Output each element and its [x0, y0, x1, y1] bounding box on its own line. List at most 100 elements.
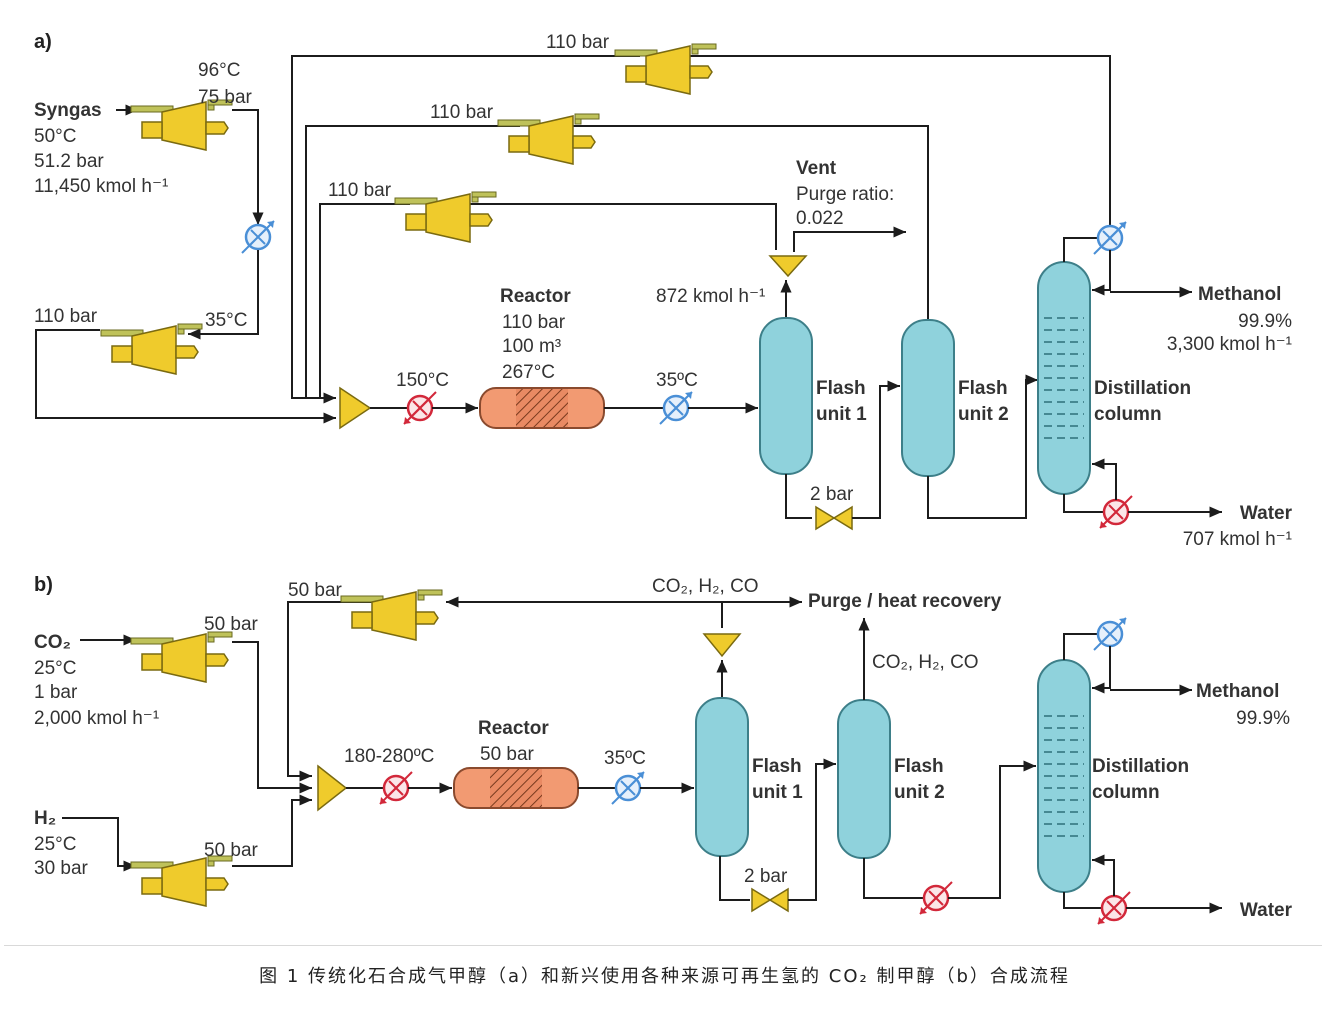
recycle-compressor-low — [394, 191, 497, 243]
methanol-b-purity: 99.9% — [1236, 708, 1290, 729]
vent-title: Vent — [796, 158, 837, 179]
preheater-b-icon — [378, 770, 414, 806]
column-b-label-1: Distillation — [1092, 756, 1189, 777]
reactor-b-pressure: 50 bar — [480, 744, 535, 765]
recycle-mid-pressure: 110 bar — [430, 102, 494, 123]
recycle-pressure: 50 bar — [288, 580, 343, 601]
recycle-return-line — [446, 596, 723, 628]
column-b-bottoms-line — [1063, 892, 1102, 909]
flash1b-liquid-line — [719, 856, 750, 901]
mixer-b — [317, 764, 348, 812]
to-column-b-line — [948, 760, 1036, 899]
pressure-valve — [815, 506, 853, 530]
co2-compressor — [130, 631, 233, 683]
aftercooler-icon — [658, 390, 694, 426]
flash-unit-2 — [901, 319, 955, 477]
water-label: Water — [1240, 503, 1293, 524]
aftercooler-b-icon — [610, 770, 646, 806]
co2-label: CO₂ — [34, 632, 71, 653]
co2-to-mixer-line — [232, 641, 312, 794]
syngas-cooler-icon — [240, 219, 276, 255]
valve-pressure: 2 bar — [810, 484, 854, 505]
reactor — [479, 387, 605, 429]
panel-a-label: a) — [34, 31, 52, 53]
purge-label: Purge / heat recovery — [808, 591, 1002, 612]
syngas-label: Syngas — [34, 100, 102, 121]
flash1-label-1: Flash — [816, 378, 866, 399]
figure-caption: 图 1 传统化石合成气甲醇（a）和新兴使用各种来源可再生氢的 CO₂ 制甲醇（b… — [259, 966, 1070, 987]
vent-splitter — [768, 255, 808, 278]
flash-unit-2-b — [837, 699, 891, 859]
vent-purge-line — [793, 226, 906, 252]
h2-compressor — [130, 855, 233, 907]
column-trays — [1044, 317, 1084, 439]
co2-comp-pressure: 50 bar — [204, 614, 259, 635]
flash2b-gases: CO₂, H₂, CO — [872, 652, 979, 673]
syngas-temp: 50°C — [34, 126, 76, 147]
reboiler-icon — [1098, 494, 1134, 530]
comp2-pressure: 110 bar — [34, 306, 98, 327]
flash2-label-1: Flash — [958, 378, 1008, 399]
valve-b-pressure: 2 bar — [744, 866, 788, 887]
co2-flow: 2,000 kmol h⁻¹ — [34, 708, 159, 729]
water-b-label: Water — [1240, 900, 1293, 921]
reactor-b — [453, 767, 579, 809]
preheat-b-temp: 180-280ºC — [344, 746, 434, 767]
feed-compressor — [100, 323, 203, 375]
feed-to-mixer-line — [35, 329, 336, 424]
flash2b-liquid-line — [863, 858, 924, 899]
reactor-b-title: Reactor — [478, 718, 549, 739]
to-column-line — [927, 374, 1038, 519]
flash1-liquid-line — [785, 474, 812, 519]
caption-divider — [4, 945, 1322, 946]
h2-feed-line — [62, 817, 136, 872]
co2-pressure: 1 bar — [34, 682, 78, 703]
cooler-to-comp2-line — [188, 250, 259, 340]
vent-purge-value: 0.022 — [796, 208, 844, 229]
reboil-return-line — [1092, 458, 1117, 500]
flash2-vapor-line — [560, 120, 929, 322]
recycle-compressor-top — [614, 43, 717, 95]
to-flash2-line — [852, 380, 900, 519]
reflux-line — [1092, 250, 1111, 296]
column-b-trays — [1044, 715, 1084, 837]
recycle-top-pressure: 110 bar — [546, 32, 610, 53]
methanol-b-label: Methanol — [1196, 681, 1279, 702]
reboiler-b-icon — [1096, 890, 1132, 926]
to-flash2b-line — [788, 758, 836, 901]
methanol-purity: 99.9% — [1238, 311, 1292, 332]
recycle-top-line — [291, 55, 640, 404]
recycle-compressor-mid — [497, 113, 600, 165]
h2-to-mixer-line — [232, 794, 312, 867]
column-overhead-line — [1063, 237, 1098, 262]
flash-unit-1 — [759, 317, 813, 475]
recycle-gases: CO₂, H₂, CO — [652, 576, 759, 597]
reboil-b-return-line — [1092, 854, 1115, 896]
column-bottoms-line — [1063, 494, 1104, 513]
h2-label: H₂ — [34, 808, 56, 829]
purge-splitter — [702, 633, 742, 658]
recycle-top-return — [678, 55, 1111, 235]
methanol-flow: 3,300 kmol h⁻¹ — [1167, 334, 1292, 355]
cool-temp: 35ºC — [656, 370, 698, 391]
process-flow-diagram: a) Syngas 50°C 51.2 bar 11,450 kmol h⁻¹ … — [34, 31, 1293, 926]
column-label-1: Distillation — [1094, 378, 1191, 399]
column-label-2: column — [1094, 404, 1162, 425]
column-preheater-icon — [918, 880, 954, 916]
condenser-b-icon — [1092, 616, 1128, 652]
reflux-b-line — [1092, 646, 1111, 694]
recycle-low-pressure: 110 bar — [328, 180, 392, 201]
flash2-label-2: unit 2 — [958, 404, 1009, 425]
reactor-title: Reactor — [500, 286, 571, 307]
co2-temp: 25°C — [34, 658, 76, 679]
reactor-temp: 267°C — [502, 362, 555, 383]
cool-b-temp: 35ºC — [604, 748, 646, 769]
h2-comp-pressure: 50 bar — [204, 840, 259, 861]
methanol-label: Methanol — [1198, 284, 1281, 305]
recycle-mid-line — [305, 125, 520, 398]
flash2b-label-1: Flash — [894, 756, 944, 777]
h2-pressure: 30 bar — [34, 858, 89, 879]
column-b-label-2: column — [1092, 782, 1160, 803]
vent-purge-label: Purge ratio: — [796, 184, 894, 205]
mixer — [339, 386, 372, 430]
